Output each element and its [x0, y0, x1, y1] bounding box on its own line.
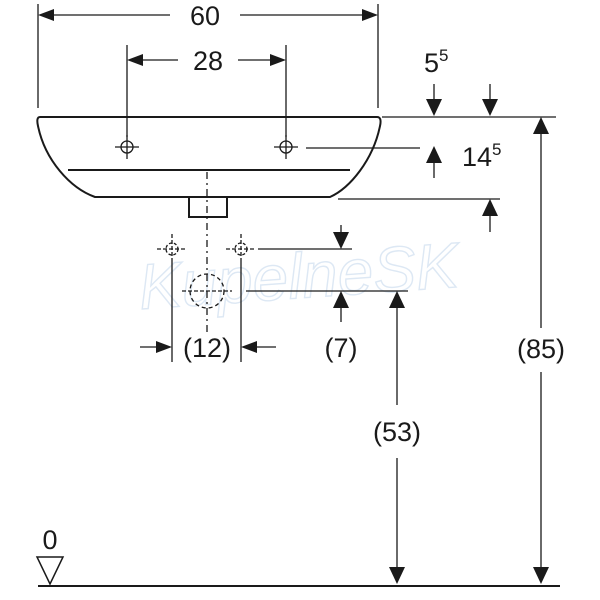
dim-label-rim-offset: 55: [424, 46, 449, 78]
dim-label-tap-depth: 145: [462, 140, 502, 172]
dim-pipe-spacing: [140, 262, 276, 362]
washbasin-outline: [36, 116, 382, 218]
dim-overall-width: [37, 4, 379, 108]
dim-label-tap-spacing: 28: [193, 46, 223, 76]
supply-pipe-right: [226, 234, 256, 264]
supply-pipe-left: [157, 234, 187, 264]
dim-label-pipe-spacing: (12): [183, 333, 231, 363]
floor-level-marker: [35, 556, 65, 586]
floor-level-label: 0: [42, 525, 57, 555]
dim-tap-spacing: [126, 45, 287, 137]
dim-waste-offset: [246, 225, 408, 322]
watermark-text: KupelneSK: [136, 229, 464, 323]
dim-label-rim-height: (85): [517, 334, 565, 364]
dim-label-waste-height: (53): [373, 417, 421, 447]
dim-label-overall-width: 60: [190, 1, 220, 31]
dim-rim-height: [533, 117, 549, 584]
dim-waste-height: [389, 291, 405, 584]
dim-label-waste-offset: (7): [325, 333, 358, 363]
tap-hole-left: [115, 135, 139, 159]
dim-rim-offset: [426, 84, 498, 116]
waste-pipe-position: [182, 273, 232, 309]
tap-hole-right: [274, 135, 298, 159]
dim-tap-depth: [306, 116, 556, 232]
